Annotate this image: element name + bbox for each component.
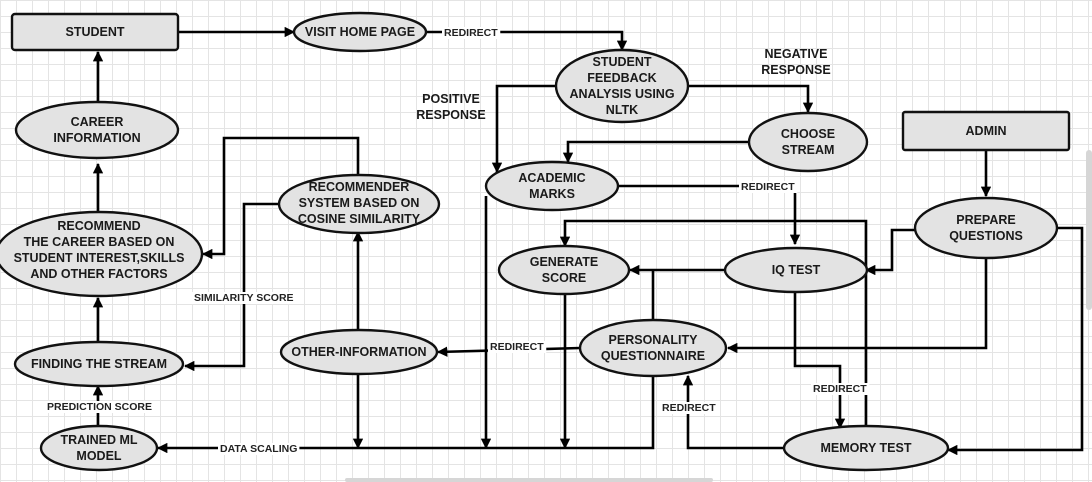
other-info-node-label: OTHER-INFORMATION	[291, 345, 426, 359]
finding-node-label: FINDING THE STREAM	[31, 357, 167, 371]
vertical-scrollbar[interactable]	[1086, 150, 1092, 310]
data-scaling-label: DATA SCALING	[220, 443, 297, 455]
memory-node-label: MEMORY TEST	[821, 441, 912, 455]
edge-iq-to-memory	[793, 292, 846, 430]
edge-prepare-to-personality	[726, 258, 988, 354]
edge-recommender-to-recommend	[201, 136, 360, 260]
edge-prepare-to-memory	[946, 226, 1084, 456]
edge-recommender-to-finding	[183, 202, 285, 372]
edge-personality-to-trained	[156, 376, 655, 454]
redirect-academic-label: REDIRECT	[741, 181, 795, 193]
edge-prepare-to-iq	[864, 228, 915, 276]
finding-node: FINDING THE STREAM	[13, 340, 185, 388]
edge-academic-to-iq	[618, 184, 801, 246]
redirect-home-label: REDIRECT	[444, 27, 498, 39]
edge-labels: REDIRECT REDIRECT REDIRECT REDIRECT REDI…	[45, 27, 870, 455]
edge-feedback-to-academic	[491, 84, 557, 174]
student-node: STUDENT	[10, 12, 180, 52]
prediction-score-label: PREDICTION SCORE	[47, 401, 152, 413]
edge-feedback-to-choose	[688, 84, 814, 114]
admin-node-label: ADMIN	[966, 124, 1007, 138]
iq-node: IQ TEST	[723, 246, 869, 294]
horizontal-scrollbar[interactable]	[345, 478, 713, 482]
student-node-label: STUDENT	[65, 25, 124, 39]
visit-home-node: VISIT HOME PAGE	[292, 11, 428, 53]
edge-memory-to-personality	[682, 374, 783, 450]
edge-memory-to-generate	[559, 219, 868, 428]
visit-home-node-label: VISIT HOME PAGE	[305, 25, 415, 39]
memory-node: MEMORY TEST	[782, 424, 950, 472]
edge-choose-to-academic	[562, 140, 752, 164]
other-info-node: OTHER-INFORMATION	[279, 328, 439, 376]
redirect-iq-label: REDIRECT	[813, 383, 867, 395]
redirect-memory-label: REDIRECT	[662, 402, 716, 414]
redirect-personality-label: REDIRECT	[490, 341, 544, 353]
iq-node-label: IQ TEST	[772, 263, 821, 277]
admin-node: ADMIN	[901, 110, 1071, 152]
similarity-score-label: SIMILARITY SCORE	[194, 292, 294, 304]
